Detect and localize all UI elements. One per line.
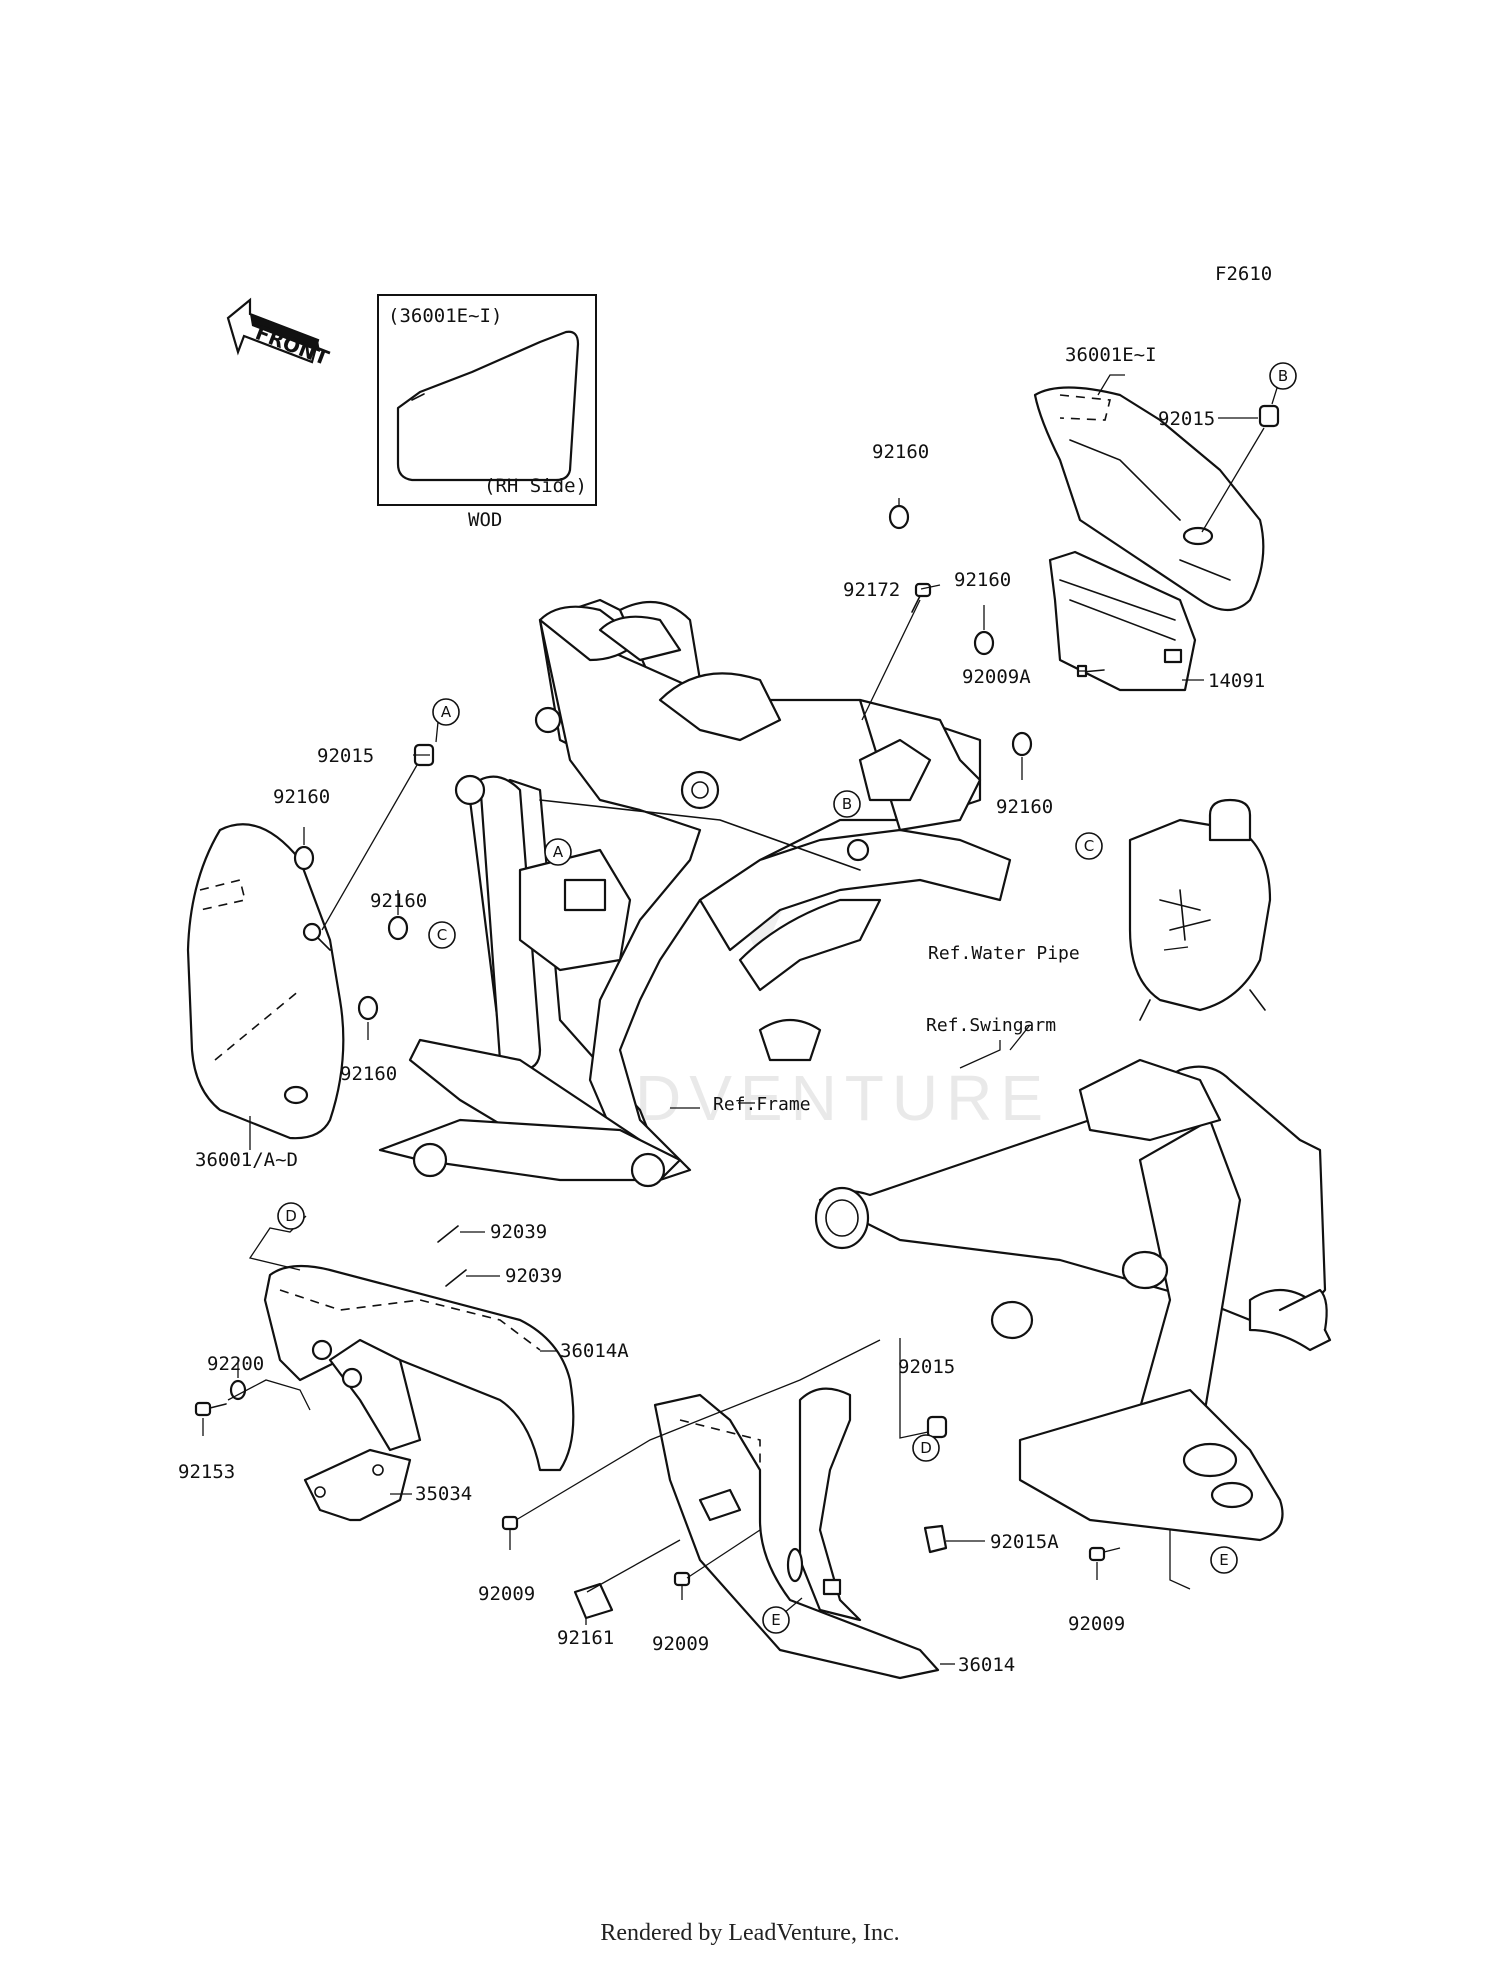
callout-92160-low: 92160 <box>340 1063 397 1085</box>
callout-92153: 92153 <box>178 1461 235 1483</box>
circle-label-c-pipe: C <box>1075 832 1103 860</box>
callout-36001E-I: 36001E~I <box>1065 344 1157 366</box>
footer-credit: Rendered by LeadVenture, Inc. <box>600 1920 900 1946</box>
figure-code: F2610 <box>1215 263 1272 285</box>
lower-cover-36014 <box>653 1387 940 1680</box>
ref-water-pipe: Ref.Water Pipe <box>928 943 1080 964</box>
callout-92015-b: 92015 <box>1158 408 1215 430</box>
washer-92200 <box>229 1379 247 1401</box>
callout-92015A: 92015A <box>990 1531 1059 1553</box>
callout-92160-top: 92160 <box>872 441 929 463</box>
callout-92200: 92200 <box>207 1353 264 1375</box>
callout-92009-1: 92009 <box>478 1583 535 1605</box>
callout-92160-mid: 92160 <box>954 569 1011 591</box>
grommet-92160-c <box>387 915 409 941</box>
callout-36001-AD: 36001/A~D <box>195 1149 298 1171</box>
circle-label-e-swingarm: E <box>1210 1546 1238 1574</box>
svg-text:D: D <box>920 1439 932 1457</box>
callout-92160-left: 92160 <box>273 786 330 808</box>
circle-label-e-cover: E <box>762 1606 790 1634</box>
callout-92160-c: 92160 <box>370 890 427 912</box>
front-arrow-icon: FRONT <box>226 297 333 370</box>
inset-caption: WOD <box>468 509 502 531</box>
pin-92039-1 <box>437 1225 459 1243</box>
leader-lines <box>202 374 1278 1665</box>
svg-text:C: C <box>1084 837 1094 855</box>
collar-92015-b <box>1258 404 1280 428</box>
inset-box: (36001E~I) (RH Side) WOD <box>377 294 597 531</box>
callout-labels: 36001E~I 92015 92160 92172 92160 92009A … <box>178 344 1265 1676</box>
svg-text:E: E <box>1219 1551 1228 1569</box>
callout-35034: 35034 <box>415 1483 472 1505</box>
callout-92009A: 92009A <box>962 666 1031 688</box>
callout-92161: 92161 <box>557 1627 614 1649</box>
grommet-92160-low <box>357 995 379 1021</box>
callout-92039-1: 92039 <box>490 1221 547 1243</box>
callout-92039-2: 92039 <box>505 1265 562 1287</box>
circle-label-a-frame: A <box>544 838 572 866</box>
swingarm-ref <box>814 1058 1332 1542</box>
grommet-92160-left <box>293 845 315 871</box>
svg-text:A: A <box>441 703 452 721</box>
inset-side-note: (RH Side) <box>484 475 587 497</box>
svg-text:C: C <box>437 926 447 944</box>
svg-text:A: A <box>553 843 564 861</box>
callout-92172: 92172 <box>843 579 900 601</box>
grommet-92160-mid <box>973 630 995 656</box>
callout-92015-a: 92015 <box>317 745 374 767</box>
ref-frame: Ref.Frame <box>713 1094 811 1115</box>
chain-guard-36014A <box>263 1264 575 1472</box>
left-side-cover <box>186 823 345 1140</box>
circle-label-d-bottom: D <box>912 1434 940 1462</box>
callout-14091: 14091 <box>1208 670 1265 692</box>
callout-92015-d: 92015 <box>898 1356 955 1378</box>
inset-title: (36001E~I) <box>388 305 502 327</box>
bolt-92153 <box>194 1401 227 1417</box>
circle-label-b-frame: B <box>833 790 861 818</box>
water-pipe-ref <box>1128 798 1272 1021</box>
clip-92015A <box>923 1524 948 1554</box>
grommet-92160-right <box>1011 731 1033 757</box>
svg-text:B: B <box>1278 367 1288 385</box>
callout-36014A: 36014A <box>560 1340 629 1362</box>
frame-assembly <box>378 598 1012 1188</box>
callout-92009-2: 92009 <box>652 1633 709 1655</box>
circle-label-a-left: A <box>432 698 460 726</box>
svg-text:D: D <box>285 1207 297 1225</box>
bolt-92009-3 <box>1088 1546 1106 1562</box>
collar-92015-d <box>926 1415 948 1439</box>
circle-label-d-top: D <box>277 1202 305 1230</box>
grommet-92160-top <box>888 504 910 530</box>
svg-text:B: B <box>842 795 852 813</box>
callout-36014: 36014 <box>958 1654 1015 1676</box>
callout-92160-right: 92160 <box>996 796 1053 818</box>
bolt-92009-2 <box>673 1571 691 1587</box>
pin-92039-2 <box>445 1269 467 1287</box>
pad-92161 <box>573 1582 614 1620</box>
callout-92009-3: 92009 <box>1068 1613 1125 1635</box>
bracket-35034 <box>303 1448 412 1522</box>
right-side-cover <box>1033 386 1265 612</box>
bolt-92172 <box>911 582 932 613</box>
front-label: FRONT <box>252 320 332 370</box>
bolt-92009-1 <box>501 1515 519 1531</box>
ref-swingarm: Ref.Swingarm <box>926 1015 1056 1036</box>
svg-text:E: E <box>771 1611 780 1629</box>
bracket-14091 <box>1048 550 1197 692</box>
circle-label-c-left: C <box>428 921 456 949</box>
circle-label-b-top: B <box>1269 362 1297 390</box>
